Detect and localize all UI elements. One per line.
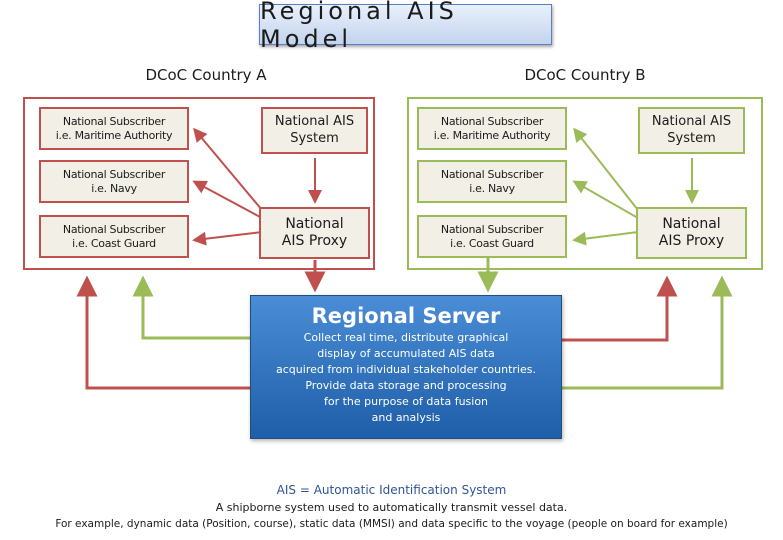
server-title: Regional Server	[311, 304, 501, 328]
subscriber-title: National Subscriber	[62, 167, 166, 181]
country-a-label: DCoC Country A	[145, 66, 267, 84]
system-line2: System	[290, 130, 339, 146]
subscriber-type: i.e. Maritime Authority	[433, 128, 551, 142]
country-a-group	[23, 97, 375, 270]
country-a-national-ais-system: National AIS System	[261, 107, 368, 154]
country-b-subscriber-navy: National Subscriber i.e. Navy	[417, 160, 567, 203]
country-b-subscriber-coast-guard: National Subscriber i.e. Coast Guard	[417, 215, 567, 258]
system-line1: National AIS	[651, 114, 732, 130]
ais-description: A shipborne system used to automatically…	[215, 501, 568, 514]
subscriber-title: National Subscriber	[440, 114, 544, 128]
subscriber-title: National Subscriber	[440, 167, 544, 181]
subscriber-type: i.e. Navy	[469, 181, 515, 195]
subscriber-type: i.e. Coast Guard	[72, 236, 156, 250]
proxy-line2: AIS Proxy	[658, 233, 725, 249]
subscriber-type: i.e. Coast Guard	[450, 236, 534, 250]
country-b-national-ais-system: National AIS System	[638, 107, 745, 154]
server-desc-line: for the purpose of data fusion	[323, 395, 489, 408]
country-a-subscriber-maritime: National Subscriber i.e. Maritime Author…	[39, 107, 189, 150]
ais-definition: AIS = Automatic Identification System	[276, 483, 507, 497]
regional-server: Regional Server Collect real time, distr…	[250, 295, 562, 439]
country-a-national-ais-proxy: National AIS Proxy	[259, 207, 370, 259]
subscriber-title: National Subscriber	[62, 114, 166, 128]
country-a-subscriber-navy: National Subscriber i.e. Navy	[39, 160, 189, 203]
subscriber-title: National Subscriber	[62, 222, 166, 236]
server-desc-line: Collect real time, distribute graphical	[303, 331, 509, 344]
diagram-title: Regional AIS Model	[259, 0, 552, 53]
country-b-subscriber-maritime: National Subscriber i.e. Maritime Author…	[417, 107, 567, 150]
country-b-label: DCoC Country B	[524, 66, 646, 84]
ais-example: For example, dynamic data (Position, cou…	[55, 518, 728, 530]
subscriber-type: i.e. Navy	[91, 181, 137, 195]
system-line2: System	[667, 130, 716, 146]
country-a-subscriber-coast-guard: National Subscriber i.e. Coast Guard	[39, 215, 189, 258]
server-desc-line: and analysis	[371, 411, 441, 424]
country-b-group	[407, 97, 763, 270]
country-b-national-ais-proxy: National AIS Proxy	[636, 207, 747, 259]
server-desc-line: acquired from individual stakeholder cou…	[276, 363, 536, 376]
subscriber-type: i.e. Maritime Authority	[55, 128, 173, 142]
server-description: Collect real time, distribute graphical …	[251, 330, 561, 426]
proxy-line1: National	[662, 215, 721, 232]
server-desc-line: display of accumulated AIS data	[317, 347, 495, 360]
system-line1: National AIS	[274, 114, 355, 130]
proxy-line2: AIS Proxy	[281, 233, 348, 249]
proxy-line1: National	[285, 215, 344, 232]
server-desc-line: Provide data storage and processing	[305, 379, 507, 392]
subscriber-title: National Subscriber	[440, 222, 544, 236]
